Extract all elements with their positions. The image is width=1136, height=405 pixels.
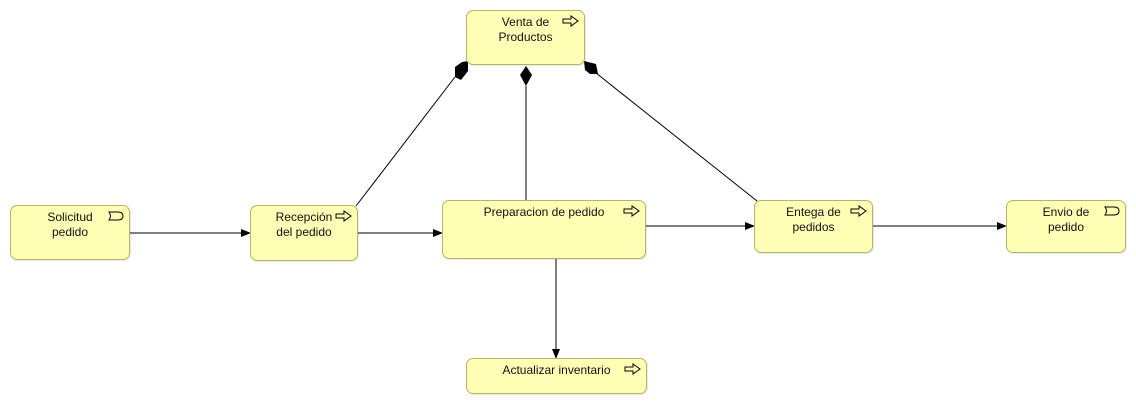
process-arrow-icon	[623, 205, 640, 217]
process-arrow-icon	[624, 363, 641, 375]
node-venta-de-productos[interactable]: Venta de Productos	[466, 10, 585, 65]
node-label: Envio de pedido	[1042, 205, 1090, 234]
process-arrow-icon	[850, 205, 867, 217]
node-label: Preparacion de pedido	[483, 205, 605, 219]
event-icon	[108, 211, 124, 221]
node-label: Entega de pedidos	[786, 205, 841, 234]
node-label: Venta de Productos	[498, 15, 553, 44]
process-arrow-icon	[335, 210, 352, 222]
node-label: Actualizar inventario	[502, 363, 611, 377]
node-envio-de-pedido[interactable]: Envio de pedido	[1006, 200, 1126, 253]
node-label: Recepción del pedido	[275, 210, 333, 239]
node-preparacion-de-pedido[interactable]: Preparacion de pedido	[442, 200, 646, 259]
composition-recepcion-venta[interactable]	[355, 61, 468, 207]
process-arrow-icon	[562, 15, 579, 27]
composition-preparacion-venta[interactable]	[520, 66, 532, 200]
node-label: Solicitud pedido	[47, 210, 93, 239]
composition-entrega-venta[interactable]	[584, 61, 758, 202]
node-solicitud-pedido[interactable]: Solicitud pedido	[10, 205, 130, 260]
node-recepcion-del-pedido[interactable]: Recepción del pedido	[250, 205, 358, 261]
node-entrega-de-pedidos[interactable]: Entega de pedidos	[754, 200, 873, 253]
node-actualizar-inventario[interactable]: Actualizar inventario	[466, 358, 647, 394]
event-icon	[1104, 206, 1120, 216]
